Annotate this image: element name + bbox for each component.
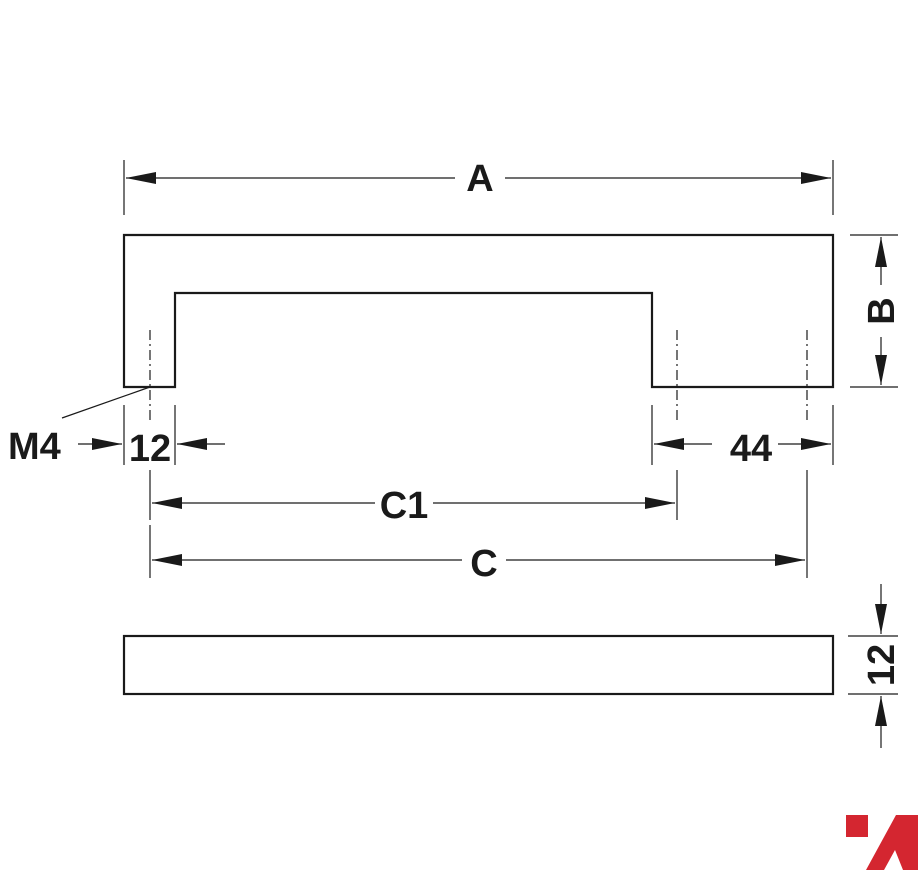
thread-callout-m4: M4: [8, 386, 151, 468]
handle-side-view: [122, 634, 835, 696]
dimension-c1-label: C1: [380, 485, 429, 527]
dimension-12-thickness: 12: [848, 584, 903, 748]
dimension-a-label: A: [466, 158, 493, 200]
dimension-12-offset: 12: [78, 405, 225, 470]
brand-logo-icon: [846, 815, 918, 870]
dimension-c-label: C: [470, 543, 497, 585]
thread-label-m4: M4: [8, 426, 61, 468]
dimension-44-label: 44: [730, 428, 772, 470]
dimension-c1: C1: [149, 470, 678, 527]
dimension-44: 44: [651, 405, 834, 470]
dimension-a: A: [123, 158, 834, 215]
handle-outline-top-view: [122, 233, 835, 389]
dimension-b: B: [850, 234, 903, 388]
dimension-12-offset-label: 12: [129, 428, 171, 470]
dimension-12-thickness-label: 12: [861, 644, 903, 686]
dimension-b-label: B: [861, 297, 903, 324]
dimension-c: C: [149, 470, 808, 585]
